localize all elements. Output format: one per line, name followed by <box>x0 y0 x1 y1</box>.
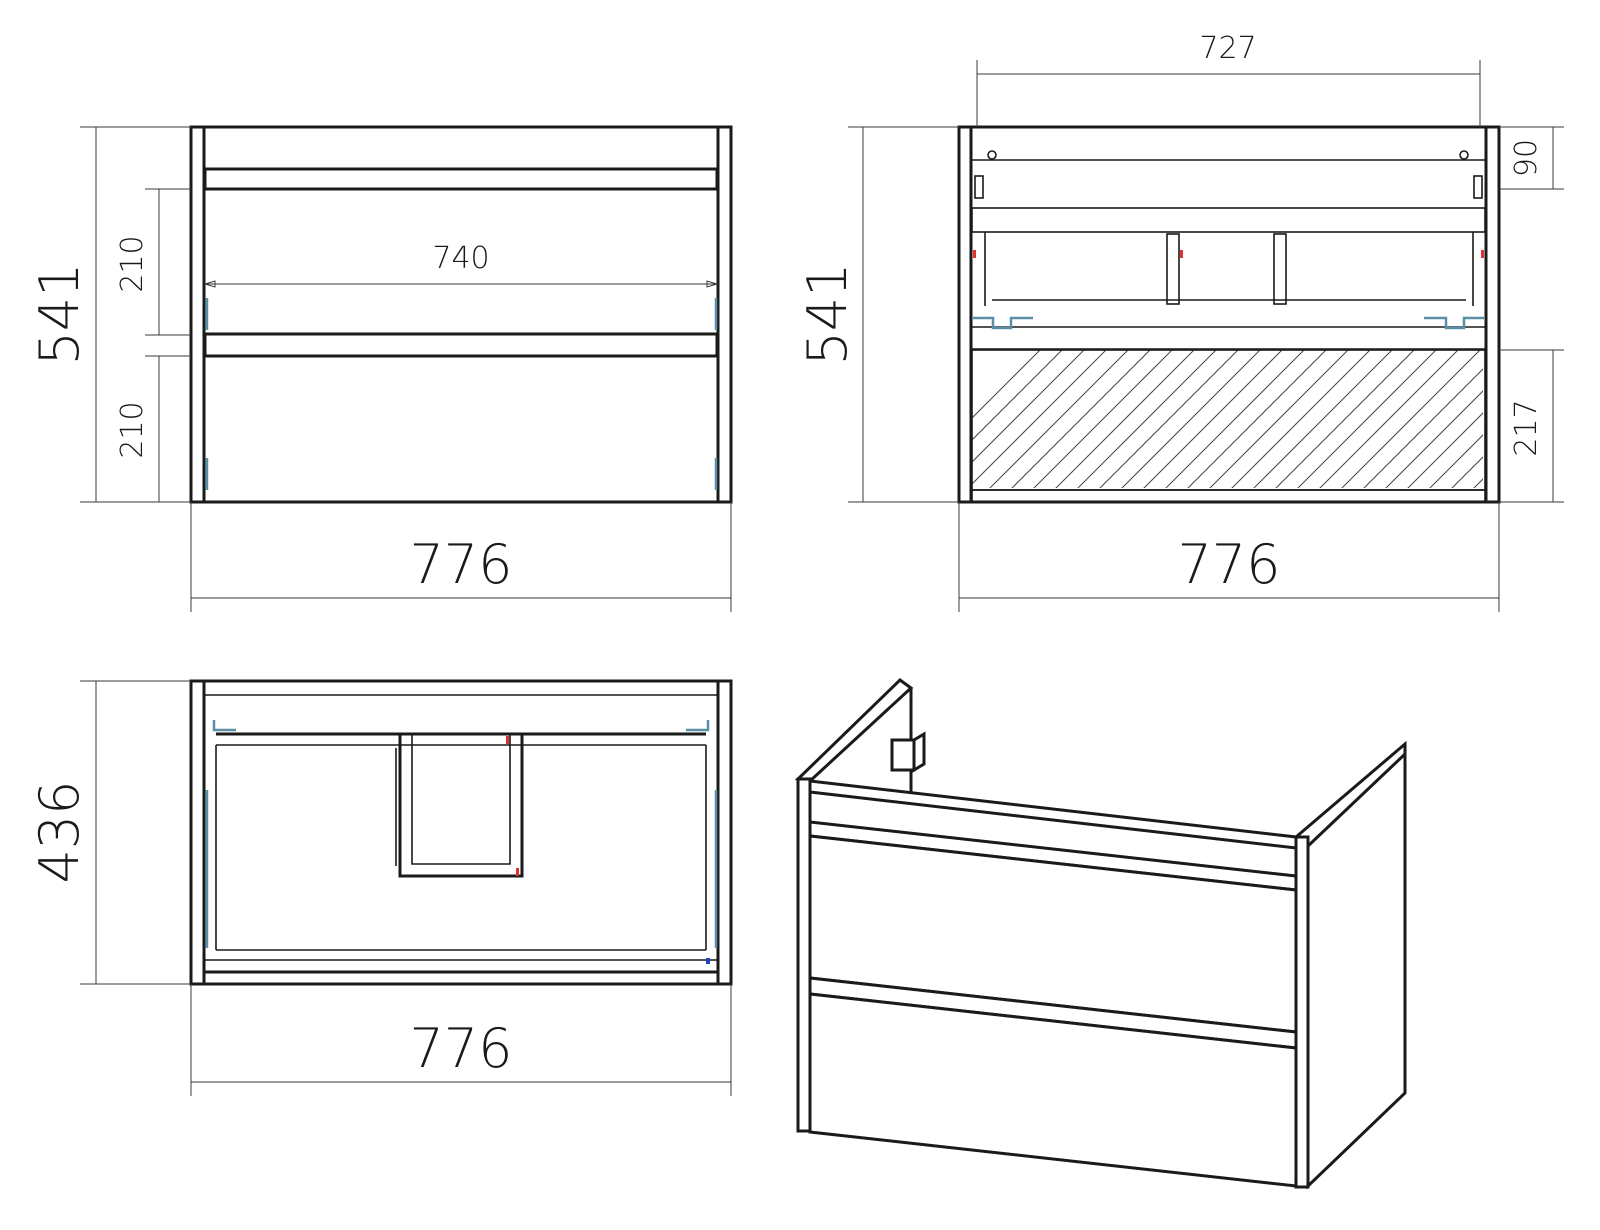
section-divider <box>1166 233 1180 305</box>
top-view-outline <box>189 679 733 986</box>
front-width-label: 776 <box>409 533 512 596</box>
hatch-line <box>1385 390 1483 488</box>
hatch-line <box>1209 350 1349 488</box>
hatch-line <box>1187 350 1327 488</box>
hatch-line <box>1538 350 1600 490</box>
hatch-line <box>1055 350 1195 488</box>
section-bottom-rail <box>971 489 1486 503</box>
iso-right-side <box>1293 740 1407 1190</box>
screw-icon <box>987 150 997 160</box>
section-height-label: 541 <box>796 262 859 365</box>
iso-lower-drawer <box>808 992 1298 1188</box>
hatch-line <box>1451 456 1483 488</box>
hatch-line <box>1275 350 1415 488</box>
lower-drawer-section <box>971 349 1486 491</box>
hatch-line <box>972 350 1063 441</box>
hatch-line <box>1231 350 1371 488</box>
section-inner-width-label: 727 <box>1199 31 1256 66</box>
hatch-line <box>1011 350 1151 488</box>
top-depth-label: 436 <box>28 780 91 883</box>
top-width-label: 776 <box>409 1017 512 1080</box>
isometric-view <box>794 678 1407 1190</box>
top-view: 436 776 <box>28 679 733 1096</box>
bracket-icon <box>212 720 236 732</box>
hatch-line <box>989 350 1129 488</box>
lower-drawer-height-label: 210 <box>115 401 150 458</box>
marker <box>1180 250 1183 258</box>
hatch-line <box>1165 350 1305 488</box>
drawer-slide-icon <box>973 316 1033 330</box>
hatch-line <box>1319 350 1459 488</box>
iso-right-front-edge <box>1294 835 1310 1189</box>
front-view-outline <box>189 125 733 504</box>
section-upper-rail <box>971 207 1486 233</box>
wall-bracket-icon <box>1473 175 1483 199</box>
hatch-line <box>1341 350 1481 488</box>
screw-icon <box>1459 150 1469 160</box>
wall-bracket-icon <box>974 175 984 199</box>
dim-arrows <box>203 280 719 288</box>
drawer-height-label: 217 <box>1509 399 1544 456</box>
wall-bracket-side <box>912 731 926 773</box>
hatch-line <box>972 350 1085 463</box>
siphon-cutout <box>398 734 524 878</box>
hatch-line <box>1099 350 1239 488</box>
marker <box>1481 250 1484 258</box>
hatch-line <box>1121 350 1261 488</box>
hatch-line <box>1143 350 1283 488</box>
section-view: 727 90 217 541 776 <box>796 31 1600 612</box>
hatch-line <box>972 350 1107 485</box>
hatch-line <box>1033 350 1173 488</box>
wall-bracket-icon <box>890 738 916 772</box>
marker <box>973 250 976 258</box>
front-height-label: 541 <box>28 262 91 365</box>
marker <box>506 736 509 744</box>
hatch-line <box>1077 350 1217 488</box>
marker <box>516 868 519 876</box>
section-width-label: 776 <box>1177 533 1280 596</box>
drawer-slide-icon <box>1424 316 1484 330</box>
front-middle-rail <box>203 332 719 358</box>
front-top-rail <box>203 167 719 191</box>
marker <box>706 958 710 964</box>
section-view-outline <box>957 125 1501 504</box>
hatch-line <box>972 350 1041 419</box>
hatch-line <box>1253 350 1393 488</box>
hatch-line <box>1297 350 1437 488</box>
upper-drawer-height-label: 210 <box>115 235 150 292</box>
siphon-cutout-inner <box>411 734 511 865</box>
hatch-line <box>1407 412 1483 488</box>
bracket-icon <box>686 720 710 732</box>
hatch-line <box>1429 434 1483 488</box>
front-view: 740 210 210 541 776 <box>28 125 733 612</box>
top-gap-label: 90 <box>1509 139 1544 177</box>
iso-right-top <box>1306 752 1407 848</box>
hatch-line <box>1363 368 1483 488</box>
hatched-drawer-section <box>972 350 1600 490</box>
section-divider <box>1273 233 1287 305</box>
front-inner-width-label: 740 <box>432 241 489 276</box>
iso-left-front-edge <box>796 777 812 1133</box>
